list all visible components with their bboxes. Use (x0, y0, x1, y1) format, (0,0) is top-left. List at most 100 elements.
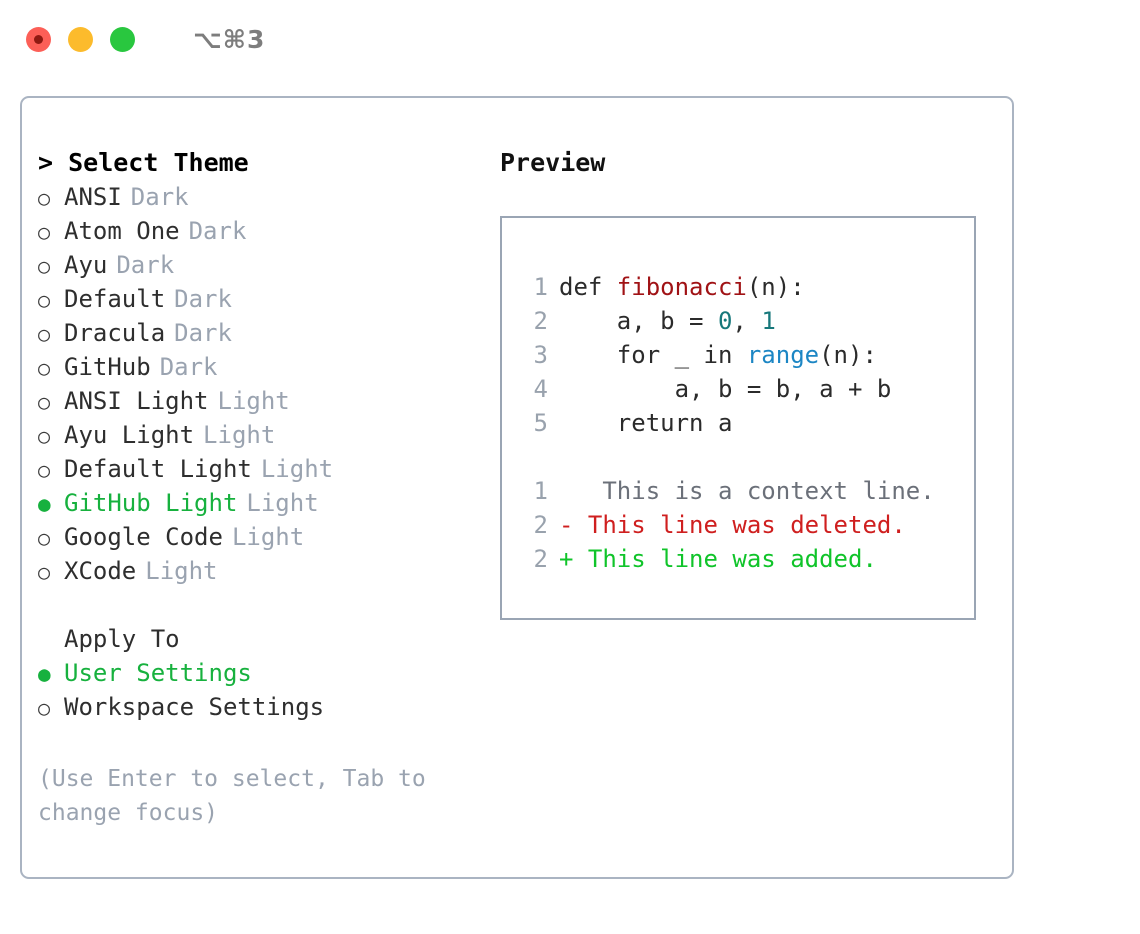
code-diff-spacer (522, 440, 974, 474)
theme-option-label: ANSI Light (64, 387, 209, 415)
code-token-plain: (n): (746, 273, 805, 301)
theme-option-tag: Dark (159, 353, 218, 381)
radio-unselected-icon: ○ (38, 458, 51, 482)
select-theme-header: > Select Theme (38, 148, 249, 177)
theme-option-ayu-light[interactable]: ○ Ayu Light Light (38, 418, 468, 452)
minimize-button-icon[interactable] (68, 26, 93, 52)
diff-sign: + (559, 545, 574, 573)
line-number: 4 (533, 375, 548, 403)
line-number: 1 (533, 273, 548, 301)
theme-option-default[interactable]: ○ Default Dark (38, 282, 468, 316)
theme-option-dracula[interactable]: ○ Dracula Dark (38, 316, 468, 350)
theme-option-label: GitHub (64, 353, 151, 381)
theme-option-label: Google Code (64, 523, 223, 551)
close-button-icon[interactable] (26, 26, 51, 52)
theme-option-xcode[interactable]: ○ XCode Light (38, 554, 468, 588)
code-line: 5 return a (522, 406, 974, 440)
code-token-num: 1 (761, 307, 776, 335)
apply-to-option-workspace-settings[interactable]: ○ Workspace Settings (38, 690, 468, 724)
apply-to-option-user-settings[interactable]: ●User Settings (38, 656, 468, 690)
code-token-num: 0 (717, 307, 733, 335)
theme-option-label: Dracula (64, 319, 166, 347)
line-number: 3 (533, 341, 548, 369)
radio-unselected-icon: ○ (38, 288, 51, 312)
theme-option-ansi-light[interactable]: ○ ANSI Light Light (38, 384, 468, 418)
code-line-text: for _ in range(n): (559, 338, 877, 372)
code-line: 3 for _ in range(n): (522, 338, 974, 372)
maximize-button-icon[interactable] (110, 26, 135, 52)
theme-option-tag: Light (217, 387, 290, 415)
diff-line-added: 2 + This line was added. (522, 542, 974, 576)
theme-option-label: Ayu Light (64, 421, 195, 449)
line-number: 5 (533, 409, 548, 437)
radio-unselected-icon: ○ (38, 560, 51, 584)
line-number: 2 (533, 545, 548, 573)
theme-option-label: GitHub Light (64, 489, 238, 517)
theme-option-label: Default Light (64, 455, 252, 483)
theme-option-tag: Dark (130, 183, 189, 211)
title-bar: ⌥⌘3 (0, 0, 1140, 78)
theme-option-label: XCode (64, 557, 137, 585)
diff-line-text: This is a context line. (573, 477, 935, 505)
radio-unselected-icon: ○ (38, 526, 51, 550)
diff-line-text: This line was added. (573, 545, 877, 573)
radio-unselected-icon: ○ (38, 390, 51, 414)
diff-line-deleted: 2- This line was deleted. (522, 508, 974, 542)
radio-unselected-icon: ○ (38, 220, 51, 244)
preview-title: Preview (500, 148, 606, 177)
theme-option-tag: Light (203, 421, 276, 449)
diff-sign (559, 474, 573, 508)
radio-unselected-icon: ○ (38, 322, 51, 346)
diff-line-context: 1 This is a context line. (522, 474, 974, 508)
keyboard-hint-text: (Use Enter to select, Tab to change focu… (38, 766, 440, 826)
theme-option-label: Ayu (64, 251, 108, 279)
code-token-plain: def (559, 273, 617, 301)
apply-to-header: Apply To (64, 625, 180, 653)
diff-sample: 1 This is a context line.2- This line wa… (522, 474, 974, 576)
code-token-call: range (746, 341, 820, 369)
code-token-plain: , (732, 307, 762, 335)
diff-line-text: This line was deleted. (573, 511, 906, 539)
theme-option-tag: Light (260, 455, 334, 483)
theme-option-github-light[interactable]: ● GitHub Light Light (38, 486, 468, 520)
apply-to-header-marker-placeholder: ○ (38, 623, 64, 657)
theme-option-tag: Dark (174, 285, 232, 313)
apply-to-option-label: Workspace Settings (64, 693, 325, 721)
radio-unselected-icon: ○ (38, 696, 51, 720)
section-spacer (38, 588, 468, 622)
window-controls (26, 26, 135, 52)
code-token-plain: a, b = (559, 307, 718, 335)
radio-selected-icon: ● (38, 492, 51, 516)
apply-to-option-label: User Settings (64, 659, 252, 687)
theme-option-label: ANSI (64, 183, 122, 211)
theme-option-tag: Light (246, 489, 319, 517)
apply-to-header-row: ○ Apply To (38, 622, 468, 656)
code-line: 1 def fibonacci(n): (522, 270, 974, 304)
radio-unselected-icon: ○ (38, 424, 51, 448)
theme-option-default-light[interactable]: ○ Default Light Light (38, 452, 468, 486)
theme-option-label: Atom One (64, 217, 180, 245)
diff-sign: - (559, 511, 574, 539)
code-line-text: def fibonacci(n): (559, 270, 805, 304)
line-number: 1 (533, 477, 548, 505)
code-line: 4 a, b = b, a + b (522, 372, 974, 406)
code-line-text: return a (559, 406, 733, 440)
theme-option-tag: Dark (174, 319, 232, 347)
code-line: 2 a, b = 0, 1 (522, 304, 974, 338)
theme-option-label: Default (64, 285, 166, 313)
code-token-plain: return a (559, 409, 733, 437)
code-token-fn: fibonacci (616, 273, 747, 301)
theme-option-tag: Light (145, 557, 218, 585)
